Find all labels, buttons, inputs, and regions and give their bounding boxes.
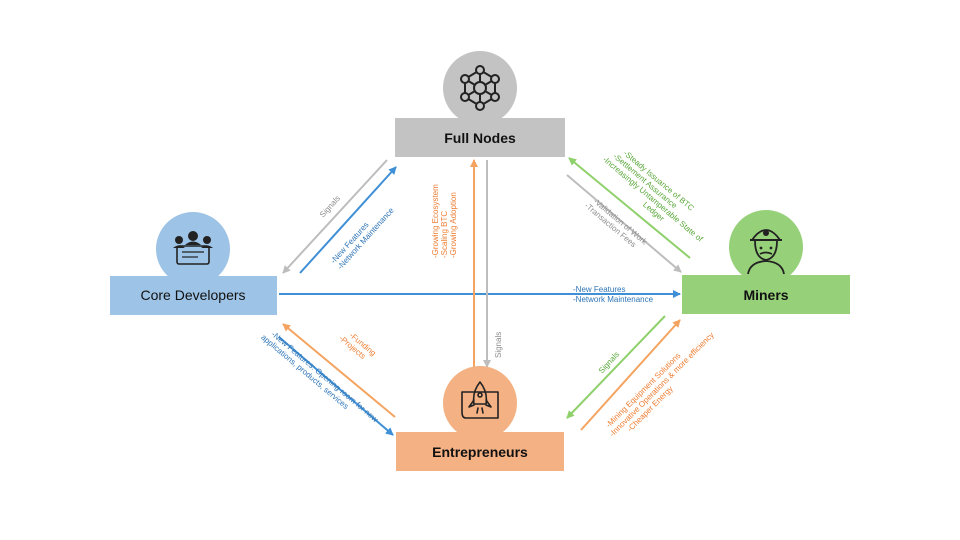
network-nodes-icon [460,65,500,111]
label-coredevs-to-miners: -New Features -Network Maintenance [573,285,654,304]
label-fullnodes-to-entrepreneurs: Signals [494,332,503,358]
arrow-fullnodes-to-coredevs [282,159,388,274]
arrow-coredevs-to-fullnodes [299,166,397,274]
full-nodes-box [395,118,565,157]
node-core-developers: Core Developers [110,212,277,315]
arrow-fullnodes-to-miners [566,174,682,273]
label-coredevs-to-fullnodes: -New Features -Network Maintenance [329,199,396,271]
rocket-blueprint-icon [461,381,499,419]
arrow-miners-to-entrepreneurs [566,315,666,419]
entrepreneurs-icon-circle [443,366,517,440]
miners-label: Miners [743,287,788,303]
label-fullnodes-to-miners: -Validation of Work -Transaction Fees [583,194,651,255]
arrow-entrepreneurs-to-miners [580,319,681,431]
label-fullnodes-to-coredevs: Signals [318,194,342,220]
node-full-nodes: Full Nodes [395,51,565,157]
node-miners: Miners [682,210,850,314]
entrepreneurs-label: Entrepreneurs [432,444,528,460]
developers-team-icon [173,231,213,265]
miners-box [682,275,850,314]
core-developers-box [110,276,277,315]
arrow-miners-to-fullnodes [568,157,691,259]
core-developers-icon-circle [156,212,230,286]
entrepreneurs-box [396,432,564,471]
miners-icon-circle [729,210,803,284]
miner-icon [747,229,785,275]
label-miners-to-entrepreneurs: Signals [597,350,621,376]
full-nodes-label: Full Nodes [444,130,516,146]
label-entrepreneurs-to-coredevs: -Funding -Projects [337,327,379,366]
node-entrepreneurs: Entrepreneurs [396,366,564,471]
label-entrepreneurs-to-fullnodes: -Growing Ecosystem -Scaling BTC -Growing… [431,182,458,258]
arrow-entrepreneurs-to-coredevs [282,323,396,418]
arrow-coredevs-to-entrepreneurs [278,336,394,436]
core-developers-label: Core Developers [140,287,245,303]
label-miners-to-fullnodes: -Steady Issuance of BTC -Settlement Assu… [595,141,718,252]
